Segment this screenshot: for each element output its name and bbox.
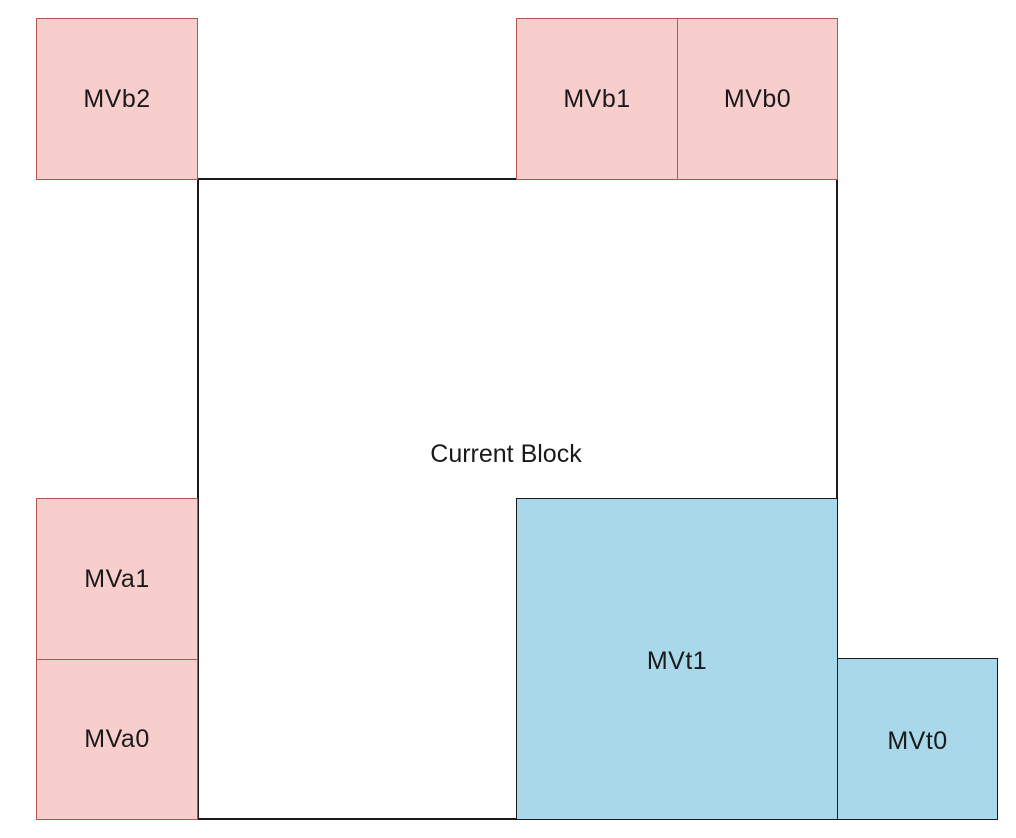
neighbor-block-mvb0: MVb0: [677, 18, 838, 180]
temporal-label-mvt1: MVt1: [646, 646, 708, 675]
temporal-label-mvt0: MVt0: [887, 726, 948, 755]
neighbor-block-mvb2: MVb2: [36, 18, 198, 180]
neighbor-block-mva0: MVa0: [36, 659, 198, 820]
neighbor-label-mva1: MVa1: [84, 564, 150, 593]
neighbor-block-mvb1: MVb1: [516, 18, 678, 180]
temporal-block-mvt0: MVt0: [837, 658, 998, 820]
temporal-block-mvt1: MVt1: [516, 498, 838, 820]
neighbor-label-mvb1: MVb1: [563, 84, 631, 113]
neighbor-label-mvb0: MVb0: [723, 84, 792, 113]
current-block-label: Current Block: [430, 440, 582, 468]
neighbor-label-mva0: MVa0: [84, 725, 150, 753]
neighbor-block-mva1: MVa1: [36, 498, 198, 660]
neighbor-label-mvb2: MVb2: [83, 84, 151, 113]
